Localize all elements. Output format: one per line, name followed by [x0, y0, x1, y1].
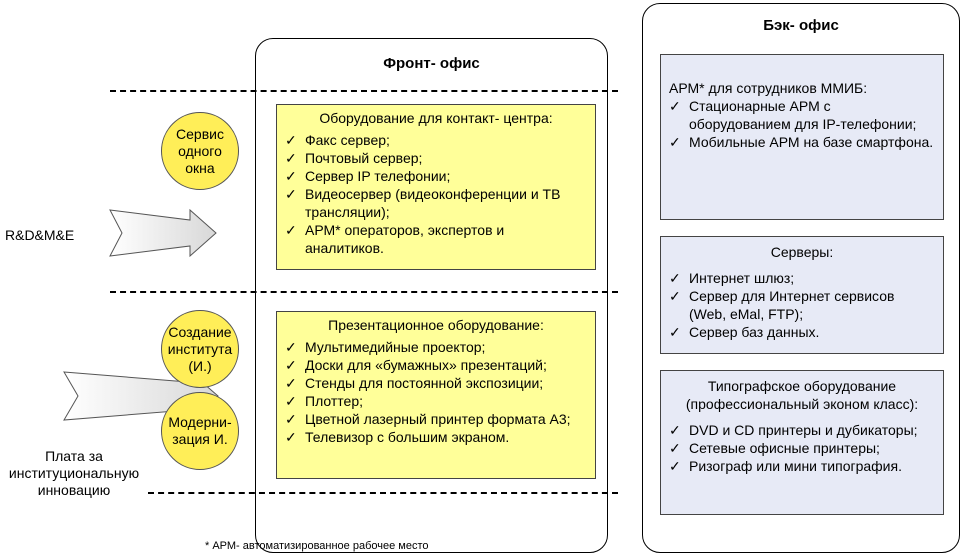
- presentation-header: Презентационное оборудование:: [328, 317, 544, 333]
- dashed-separator-middle: [110, 291, 618, 293]
- list-item: ✓Мультимедийные проектор;: [285, 339, 486, 355]
- list-item: ✓Сетевые офисные принтеры;: [669, 440, 880, 456]
- list-item: ✓Сервер IP телефонии;: [285, 168, 451, 184]
- list-item: ✓АРМ* операторов, экспертов и аналитиков…: [285, 222, 505, 256]
- list-item: ✓Факс сервер;: [285, 132, 390, 148]
- back-office-title: Бэк- офис: [763, 17, 839, 34]
- check-icon: ✓: [669, 422, 681, 438]
- list-item: ✓Почтовый сервер;: [285, 150, 423, 166]
- check-icon: ✓: [669, 440, 681, 456]
- check-icon: ✓: [285, 393, 297, 409]
- check-icon: ✓: [669, 270, 681, 286]
- list-item: ✓Видеосервер (видеоконференции и ТВ тран…: [285, 186, 561, 220]
- dashed-separator-top: [110, 90, 618, 92]
- printing-box: Типографское оборудование (профессиональ…: [660, 370, 944, 515]
- list-item: ✓DVD и CD принтеры и дубикаторы;: [669, 422, 918, 438]
- check-icon: ✓: [285, 411, 297, 427]
- institute-circle: Создание института (И.): [161, 310, 239, 388]
- workstations-list: ✓Стационарные АРМ с оборудованием для IP…: [669, 97, 935, 151]
- contact-center-list: ✓Факс сервер; ✓Почтовый сервер; ✓Сервер …: [285, 131, 587, 257]
- presentation-box: Презентационное оборудование: ✓Мультимед…: [276, 311, 596, 479]
- list-item: ✓Цветной лазерный принтер формата А3;: [285, 411, 571, 427]
- check-icon: ✓: [669, 134, 681, 150]
- check-icon: ✓: [669, 98, 681, 114]
- list-item: ✓Ризограф или мини типография.: [669, 458, 902, 474]
- payment-label: Плата за институциональную инновацию: [8, 448, 140, 498]
- check-icon: ✓: [285, 222, 297, 238]
- footnote: * АРМ- автоматизированное рабочее место: [205, 540, 429, 552]
- single-window-circle: Сервис одного окна: [161, 112, 239, 190]
- institute-label: Создание института (И.): [167, 323, 233, 374]
- workstations-header: АРМ* для сотрудников ММИБ:: [669, 80, 868, 96]
- servers-header: Серверы:: [770, 244, 834, 260]
- check-icon: ✓: [669, 288, 681, 304]
- check-icon: ✓: [285, 186, 297, 202]
- contact-center-header: Оборудование для контакт- центра:: [319, 110, 553, 126]
- check-icon: ✓: [285, 339, 297, 355]
- arrow-rdme-icon: [108, 208, 218, 258]
- list-item: ✓Интернет шлюз;: [669, 270, 795, 286]
- check-icon: ✓: [285, 150, 297, 166]
- rdme-label: R&D&M&E: [5, 227, 75, 243]
- check-icon: ✓: [285, 357, 297, 373]
- printing-list: ✓DVD и CD принтеры и дубикаторы; ✓Сетевы…: [669, 421, 935, 475]
- presentation-list: ✓Мультимедийные проектор; ✓Доски для «бу…: [285, 338, 587, 446]
- check-icon: ✓: [669, 324, 681, 340]
- front-office-title: Фронт- офис: [383, 55, 480, 72]
- check-icon: ✓: [285, 375, 297, 391]
- printing-header: Типографское оборудование (профессиональ…: [685, 378, 919, 412]
- check-icon: ✓: [285, 429, 297, 445]
- list-item: ✓Мобильные АРМ на базе смартфона.: [669, 134, 934, 150]
- modernization-circle: Модерни- зация И.: [161, 392, 239, 470]
- single-window-label: Сервис одного окна: [176, 125, 224, 176]
- list-item: ✓Сервер для Интернет сервисов (Web, eMal…: [669, 288, 895, 322]
- servers-list: ✓Интернет шлюз; ✓Сервер для Интернет сер…: [669, 269, 935, 341]
- list-item: ✓Плоттер;: [285, 393, 363, 409]
- contact-center-box: Оборудование для контакт- центра: ✓Факс …: [276, 104, 596, 270]
- list-item: ✓Сервер баз данных.: [669, 324, 820, 340]
- workstations-box: АРМ* для сотрудников ММИБ: ✓Стационарные…: [660, 54, 944, 220]
- list-item: ✓Телевизор с большим экраном.: [285, 429, 510, 445]
- check-icon: ✓: [285, 168, 297, 184]
- servers-box: Серверы: ✓Интернет шлюз; ✓Сервер для Инт…: [660, 236, 944, 354]
- list-item: ✓Стационарные АРМ с оборудованием для IP…: [669, 98, 917, 132]
- modernization-label: Модерни- зация И.: [168, 414, 232, 447]
- dashed-separator-bottom: [148, 492, 618, 494]
- list-item: ✓Доски для «бумажных» презентаций;: [285, 357, 547, 373]
- check-icon: ✓: [285, 132, 297, 148]
- list-item: ✓Стенды для постоянной экспозиции;: [285, 375, 544, 391]
- check-icon: ✓: [669, 458, 681, 474]
